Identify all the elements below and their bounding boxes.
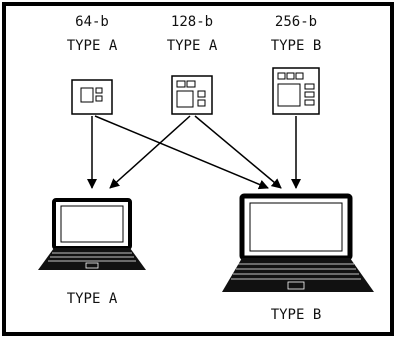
module-64-bits-label: 64-b [75,14,109,30]
module-64-icon [71,79,113,115]
module-64-type-label: TYPE A [67,38,118,54]
module-128-type-label: TYPE A [167,38,218,54]
laptop-type-a-icon [38,198,146,270]
compatibility-arrows [87,115,301,190]
laptop-type-b-icon [222,193,374,292]
module-128-bits-label: 128-b [171,14,213,30]
arrow-128-to-laptop-a [109,115,191,189]
arrow-64-to-laptop-b [94,115,269,190]
arrow-128-to-laptop-b [194,115,282,189]
module-256-type-label: TYPE B [271,38,322,54]
module-256-icon [272,67,320,115]
module-128-icon [171,75,213,115]
module-256-bits-label: 256-b [275,14,317,30]
laptop-type-b-label: TYPE B [271,307,322,323]
laptop-type-a-label: TYPE A [67,291,118,307]
